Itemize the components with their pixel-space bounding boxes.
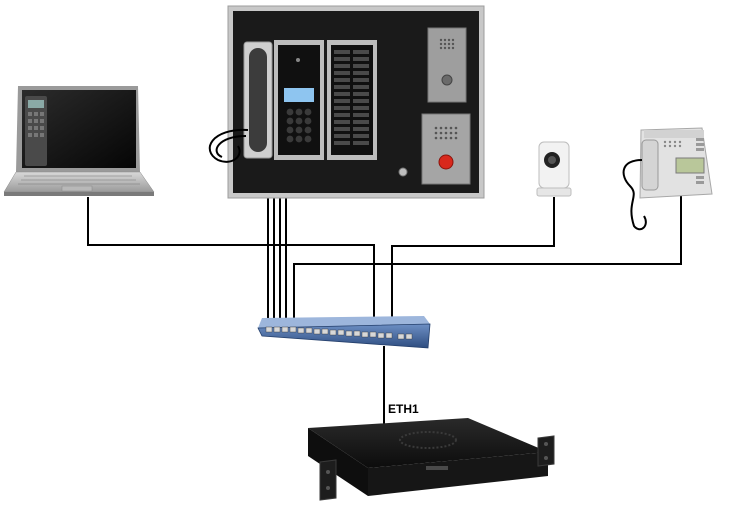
button-module xyxy=(327,40,377,160)
handset xyxy=(208,41,273,163)
server-logo-plate xyxy=(426,466,448,470)
cable-camera xyxy=(391,197,555,333)
network-switch xyxy=(257,316,431,349)
desk-master-station xyxy=(622,127,713,231)
eth1-label: ETH1 xyxy=(388,402,419,416)
keypad-module xyxy=(274,40,324,160)
cables xyxy=(87,196,682,425)
cable-laptop xyxy=(87,197,375,333)
intercom-panel xyxy=(208,5,485,199)
cable-desk-station xyxy=(293,196,682,333)
emergency-station xyxy=(421,113,471,185)
laptop xyxy=(3,86,155,196)
rack-server xyxy=(308,418,555,501)
panel-indicator xyxy=(398,167,408,177)
ip-camera xyxy=(536,141,572,197)
speaker-station xyxy=(427,27,467,103)
